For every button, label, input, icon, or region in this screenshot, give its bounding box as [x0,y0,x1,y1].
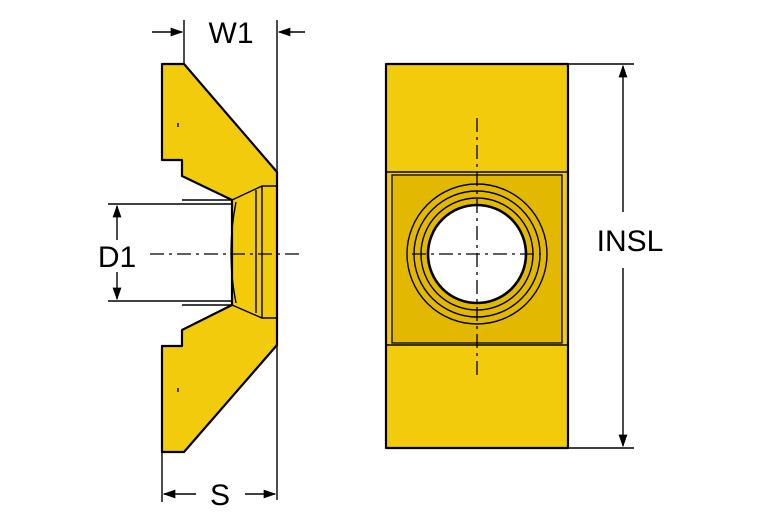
side-view-body [160,62,279,454]
s-dimension: S [161,452,277,512]
s-label: S [210,479,230,512]
side-view [150,62,304,454]
insl-label: INSL [597,225,664,258]
w1-label: W1 [209,17,254,50]
d1-label: D1 [98,241,136,274]
w1-dimension: W1 [152,17,305,500]
insl-dimension: INSL [568,63,664,449]
d1-dimension: D1 [98,203,232,302]
front-view [384,62,570,450]
side-view-bore-arc [230,201,237,304]
side-view-countersink [182,185,277,319]
side-view-bore-lines [231,186,263,318]
